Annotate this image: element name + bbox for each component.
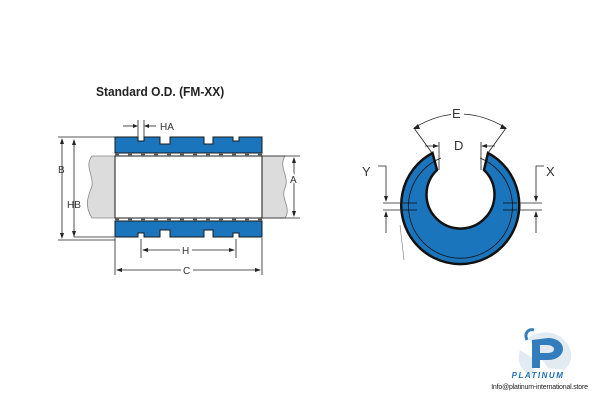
label-d: D <box>454 138 463 153</box>
bearing-bottom-wall <box>114 220 263 238</box>
platinum-p-logo-icon <box>518 328 572 376</box>
label-y: Y <box>362 164 371 179</box>
label-x: X <box>546 164 555 179</box>
bearing-top-wall <box>114 136 263 154</box>
label-hb: HB <box>67 200 81 211</box>
label-b: B <box>58 165 65 176</box>
shaft-right <box>261 155 288 219</box>
side-view: HA B HB A H C <box>58 120 300 277</box>
label-ha: HA <box>160 122 174 133</box>
bearing-bore <box>114 155 263 219</box>
label-a: A <box>290 175 297 186</box>
label-c: C <box>183 266 190 277</box>
end-view: E D Y X <box>362 106 555 266</box>
diagram-title: Standard O.D. (FM-XX) <box>96 84 225 99</box>
label-e: E <box>452 106 461 121</box>
label-h: H <box>182 246 189 257</box>
contact-email: Info@platinum-international.store <box>491 384 588 391</box>
brand-name: PLATINUM <box>511 371 565 380</box>
bearing-ring <box>400 151 521 266</box>
shaft-left <box>87 155 116 219</box>
